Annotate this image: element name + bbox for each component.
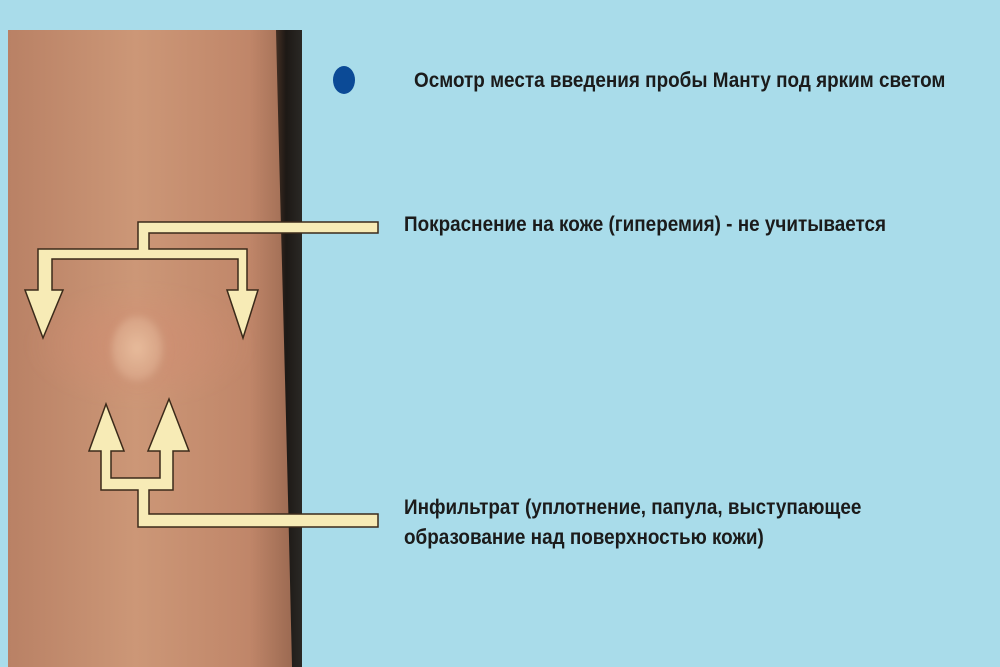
bullet-dot-icon	[333, 66, 355, 94]
papule	[110, 314, 170, 390]
double-up-arrow-icon	[87, 396, 379, 528]
redness-label: Покраснение на коже (гиперемия) - не учи…	[404, 213, 887, 236]
forearm-photo	[8, 30, 302, 667]
infiltrate-label: Инфильтрат (уплотнение, папула, выступаю…	[404, 493, 861, 553]
double-down-arrow-icon	[23, 221, 379, 341]
infiltrate-pointer-line	[87, 396, 379, 528]
infiltrate-label-line-2: образование над поверхностью кожи)	[404, 526, 764, 549]
redness-pointer-line	[23, 221, 379, 341]
infiltrate-label-line-1: Инфильтрат (уплотнение, папула, выступаю…	[404, 496, 862, 519]
title-label: Осмотр места введения пробы Манту под яр…	[414, 69, 946, 92]
